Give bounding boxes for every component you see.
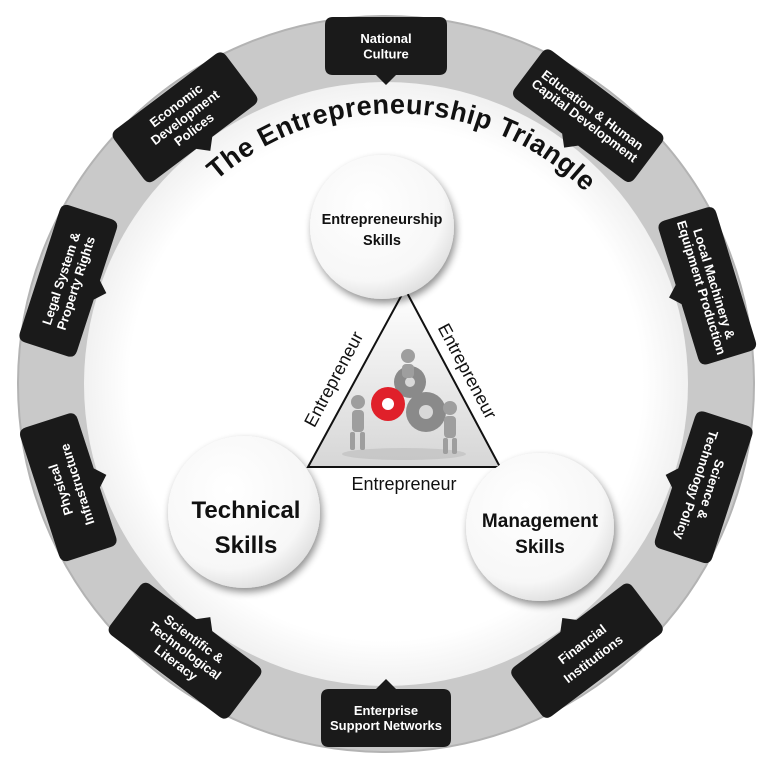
circle-technical-skills: Technical Skills <box>168 436 320 588</box>
circle-entrepreneurship-label-1: Entrepreneurship <box>322 212 443 228</box>
factor-tab-shape <box>513 49 664 183</box>
factor-tab-label: Support Networks <box>330 718 442 733</box>
circle-management-skills: Management Skills <box>466 453 614 601</box>
circle-management-shape <box>466 453 614 601</box>
factor-tab-label: National <box>360 31 411 46</box>
circle-entrepreneurship-label-2: Skills <box>363 233 401 249</box>
circle-technical-shape <box>168 436 320 588</box>
factor-tab-label: Enterprise <box>354 703 418 718</box>
factor-tab-shape <box>658 207 757 365</box>
circle-entrepreneurship-shape <box>310 155 454 299</box>
factor-tab-shape <box>654 411 753 564</box>
factor-tab-shape <box>112 52 258 183</box>
factor-tab-shape <box>511 583 663 718</box>
factor-tab-shape <box>108 582 262 719</box>
circle-technical-label-1: Technical <box>192 497 301 524</box>
outer-ring-edge <box>17 15 755 753</box>
gears-teamwork-icon <box>342 349 466 460</box>
circle-management-label-2: Skills <box>515 537 565 558</box>
factor-tab-shape <box>20 413 117 562</box>
factor-tab-label: Culture <box>363 47 409 62</box>
triangle-edge-bottom-label: Entrepreneur <box>351 474 456 494</box>
factor-tab-shape <box>325 17 447 85</box>
factor-tab-shape <box>321 679 451 747</box>
factor-tab-legal-system: Legal System &Property Rights <box>19 204 118 357</box>
circle-entrepreneurship-skills: Entrepreneurship Skills <box>310 155 454 299</box>
circle-management-label-1: Management <box>482 511 599 532</box>
circle-technical-label-2: Skills <box>215 532 278 559</box>
factor-tab-shape <box>19 204 118 357</box>
factor-tab-science-technology-policy: Science &Technology Policy <box>654 411 753 564</box>
